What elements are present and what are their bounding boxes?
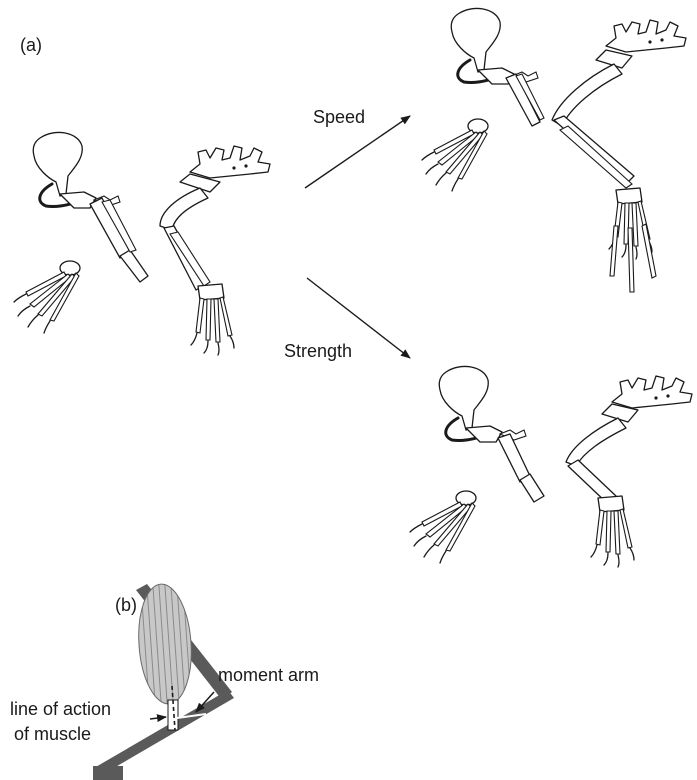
line-of-action-label-2: of muscle [14, 724, 91, 744]
strength-forelimb [566, 376, 692, 567]
muscle-belly [135, 582, 195, 705]
moment-arm-label: moment arm [218, 665, 319, 685]
ancestral-hindlimb [14, 132, 148, 333]
panel-b-label: (b) [115, 595, 137, 615]
strength-label: Strength [284, 341, 352, 361]
speed-hindlimb [422, 8, 544, 191]
strength-hindlimb [410, 366, 544, 563]
tendon [168, 700, 178, 730]
ancestral-forelimb [160, 146, 270, 355]
panel-a-label: (a) [20, 35, 42, 55]
speed-forelimb [552, 20, 686, 292]
line-of-action-label-1: line of action [10, 699, 111, 719]
line-of-action-pointer [150, 717, 166, 719]
speed-label: Speed [313, 107, 365, 127]
